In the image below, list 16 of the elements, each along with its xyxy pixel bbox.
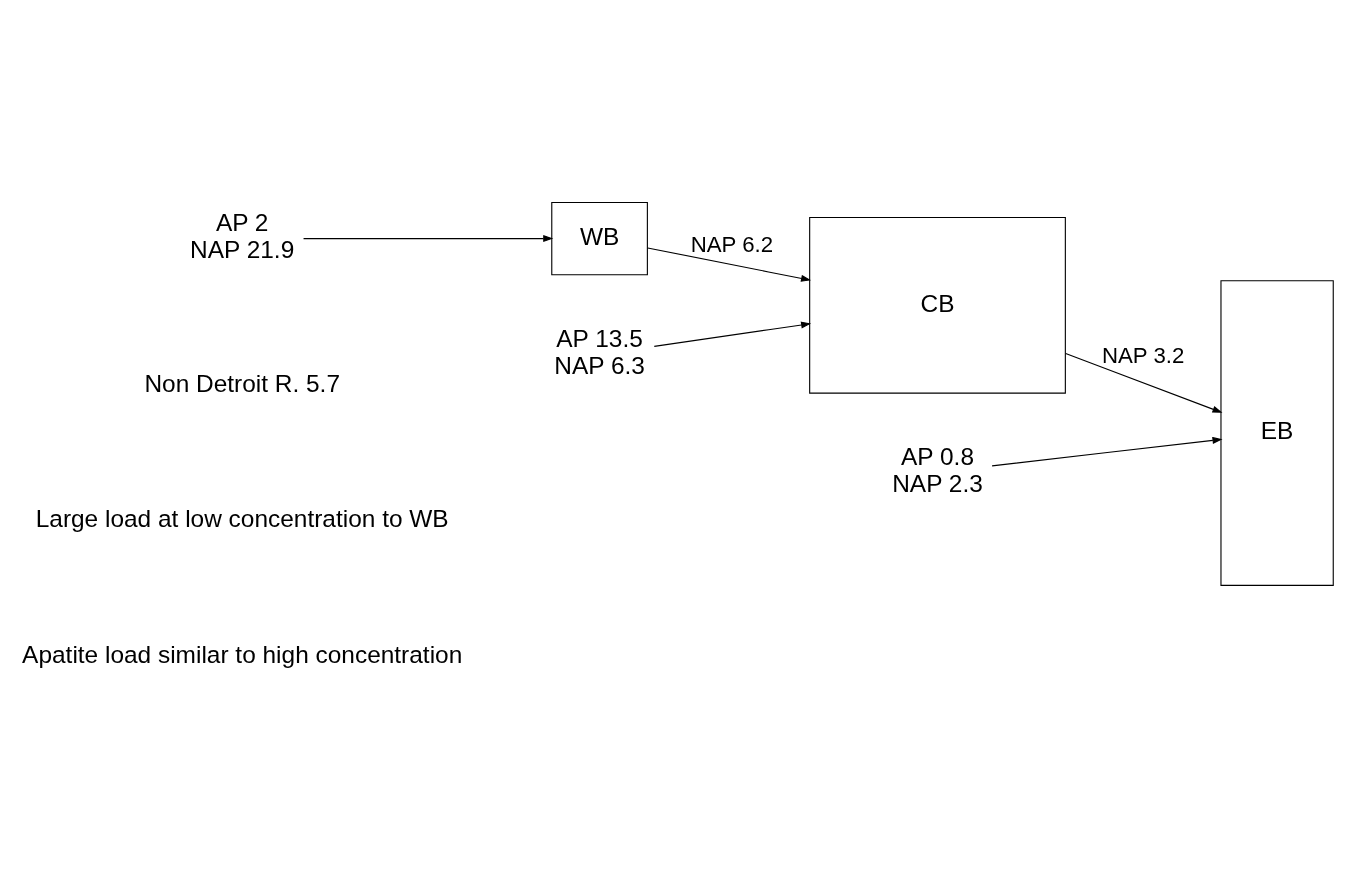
edge-label: NAP 3.2 [1101,342,1185,368]
edge-label: NAP 6.2 [690,231,774,257]
label: Apatite load similar to high concentration [22,640,463,668]
label: Non Detroit R. 5.7 [144,369,340,397]
arrow [1065,352,1223,413]
arrow [303,234,554,242]
node-text: AP 2 NAP 21.9 [190,208,295,263]
arrow [653,321,812,347]
node-box: EB [1220,279,1334,586]
node-box: CB [809,216,1066,394]
label: Large load at low concentration to WB [35,504,449,532]
arrow [991,436,1223,466]
node-text: AP 13.5 NAP 6.3 [554,324,645,379]
arrow [647,246,812,282]
node-text: AP 0.8 NAP 2.3 [892,442,983,497]
node-box: WB [551,201,648,275]
